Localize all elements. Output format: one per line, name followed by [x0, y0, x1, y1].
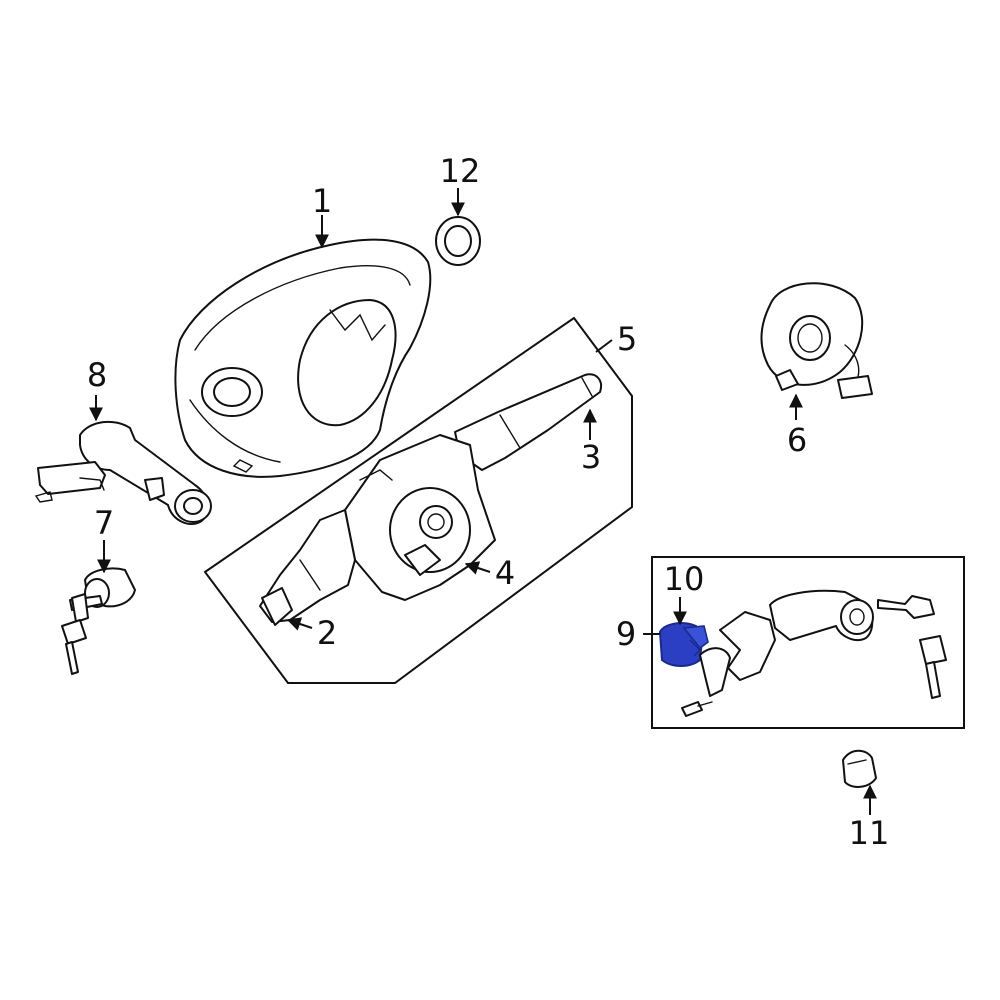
part-9-kit-outline [651, 556, 965, 729]
leader-lines [89, 188, 877, 815]
part-1-column-cover[interactable] [174, 238, 432, 478]
part-2-turn-signal-switch[interactable] [259, 509, 356, 626]
part-9-lock-kit[interactable] [681, 589, 947, 717]
callout-8: 8 [87, 356, 107, 394]
part-8-lock-housing[interactable] [34, 420, 212, 525]
callout-numbers: 1 12 8 7 5 3 4 2 6 10 9 11 [87, 152, 890, 852]
callout-11: 11 [849, 814, 890, 852]
callout-9: 9 [616, 615, 636, 653]
part-12-grommet[interactable] [435, 216, 481, 266]
callout-6: 6 [787, 421, 807, 459]
callout-2: 2 [317, 614, 337, 652]
callout-4: 4 [495, 554, 515, 592]
callout-7: 7 [94, 504, 114, 542]
part-10-connector-highlighted[interactable] [658, 622, 709, 667]
part-11-knob[interactable] [842, 749, 877, 788]
part-5-assembly-outline [203, 316, 633, 684]
callout-3: 3 [581, 438, 601, 476]
part-4-switch-body[interactable] [344, 434, 496, 601]
callout-5: 5 [617, 320, 637, 358]
callout-1: 1 [312, 182, 332, 220]
part-3-wiper-switch[interactable] [454, 373, 602, 471]
callout-10: 10 [664, 560, 705, 598]
part-6-spiral-cable[interactable] [760, 282, 873, 399]
part-7-key-cylinder[interactable] [61, 567, 136, 675]
callout-12: 12 [440, 152, 481, 190]
